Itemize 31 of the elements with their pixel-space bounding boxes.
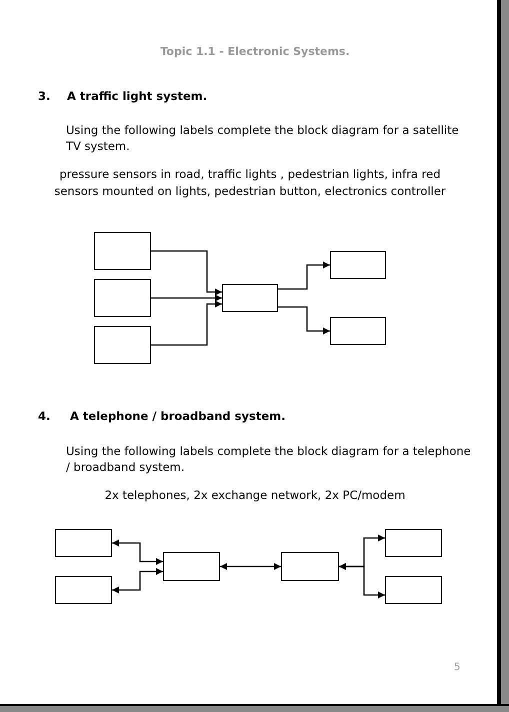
arrow xyxy=(151,300,222,346)
arrow xyxy=(112,540,163,565)
answer-box xyxy=(55,529,112,557)
question-heading: A traffic light system. xyxy=(67,88,208,104)
arrow xyxy=(151,250,222,296)
instruction-text: Using the following labels complete the block diagram for a telephone / broadband system. xyxy=(66,443,471,475)
arrow xyxy=(112,568,163,594)
answer-box xyxy=(385,576,442,604)
answer-box xyxy=(55,576,112,604)
answer-box xyxy=(281,552,339,581)
word-list: 2x telephones, 2x exchange network, 2x PC/modem xyxy=(60,487,450,503)
answer-box xyxy=(94,326,151,364)
arrow xyxy=(220,563,281,570)
question-heading: A telephone / broadband system. xyxy=(70,408,287,424)
answer-box xyxy=(330,251,386,279)
answer-box xyxy=(94,279,151,317)
arrow xyxy=(151,294,222,302)
answer-box xyxy=(222,284,278,312)
answer-box xyxy=(94,232,151,270)
answer-box xyxy=(163,552,220,581)
instruction-text: Using the following labels complete the block diagram for a satellite TV system. xyxy=(66,122,460,154)
answer-box xyxy=(330,317,386,345)
question-number: 4. xyxy=(38,408,50,424)
arrow xyxy=(278,262,330,290)
page-number: 5 xyxy=(454,661,460,675)
arrow xyxy=(339,563,385,598)
answer-box xyxy=(385,529,442,557)
page-header: Topic 1.1 - Electronic Systems. xyxy=(159,44,351,60)
arrow xyxy=(278,306,330,334)
question-number: 3. xyxy=(38,88,50,104)
word-list: pressure sensors in road, traffic lights , pedestrian lights, infra red sensors mounted on lights, pedestrian button, electronics controller xyxy=(40,166,460,200)
